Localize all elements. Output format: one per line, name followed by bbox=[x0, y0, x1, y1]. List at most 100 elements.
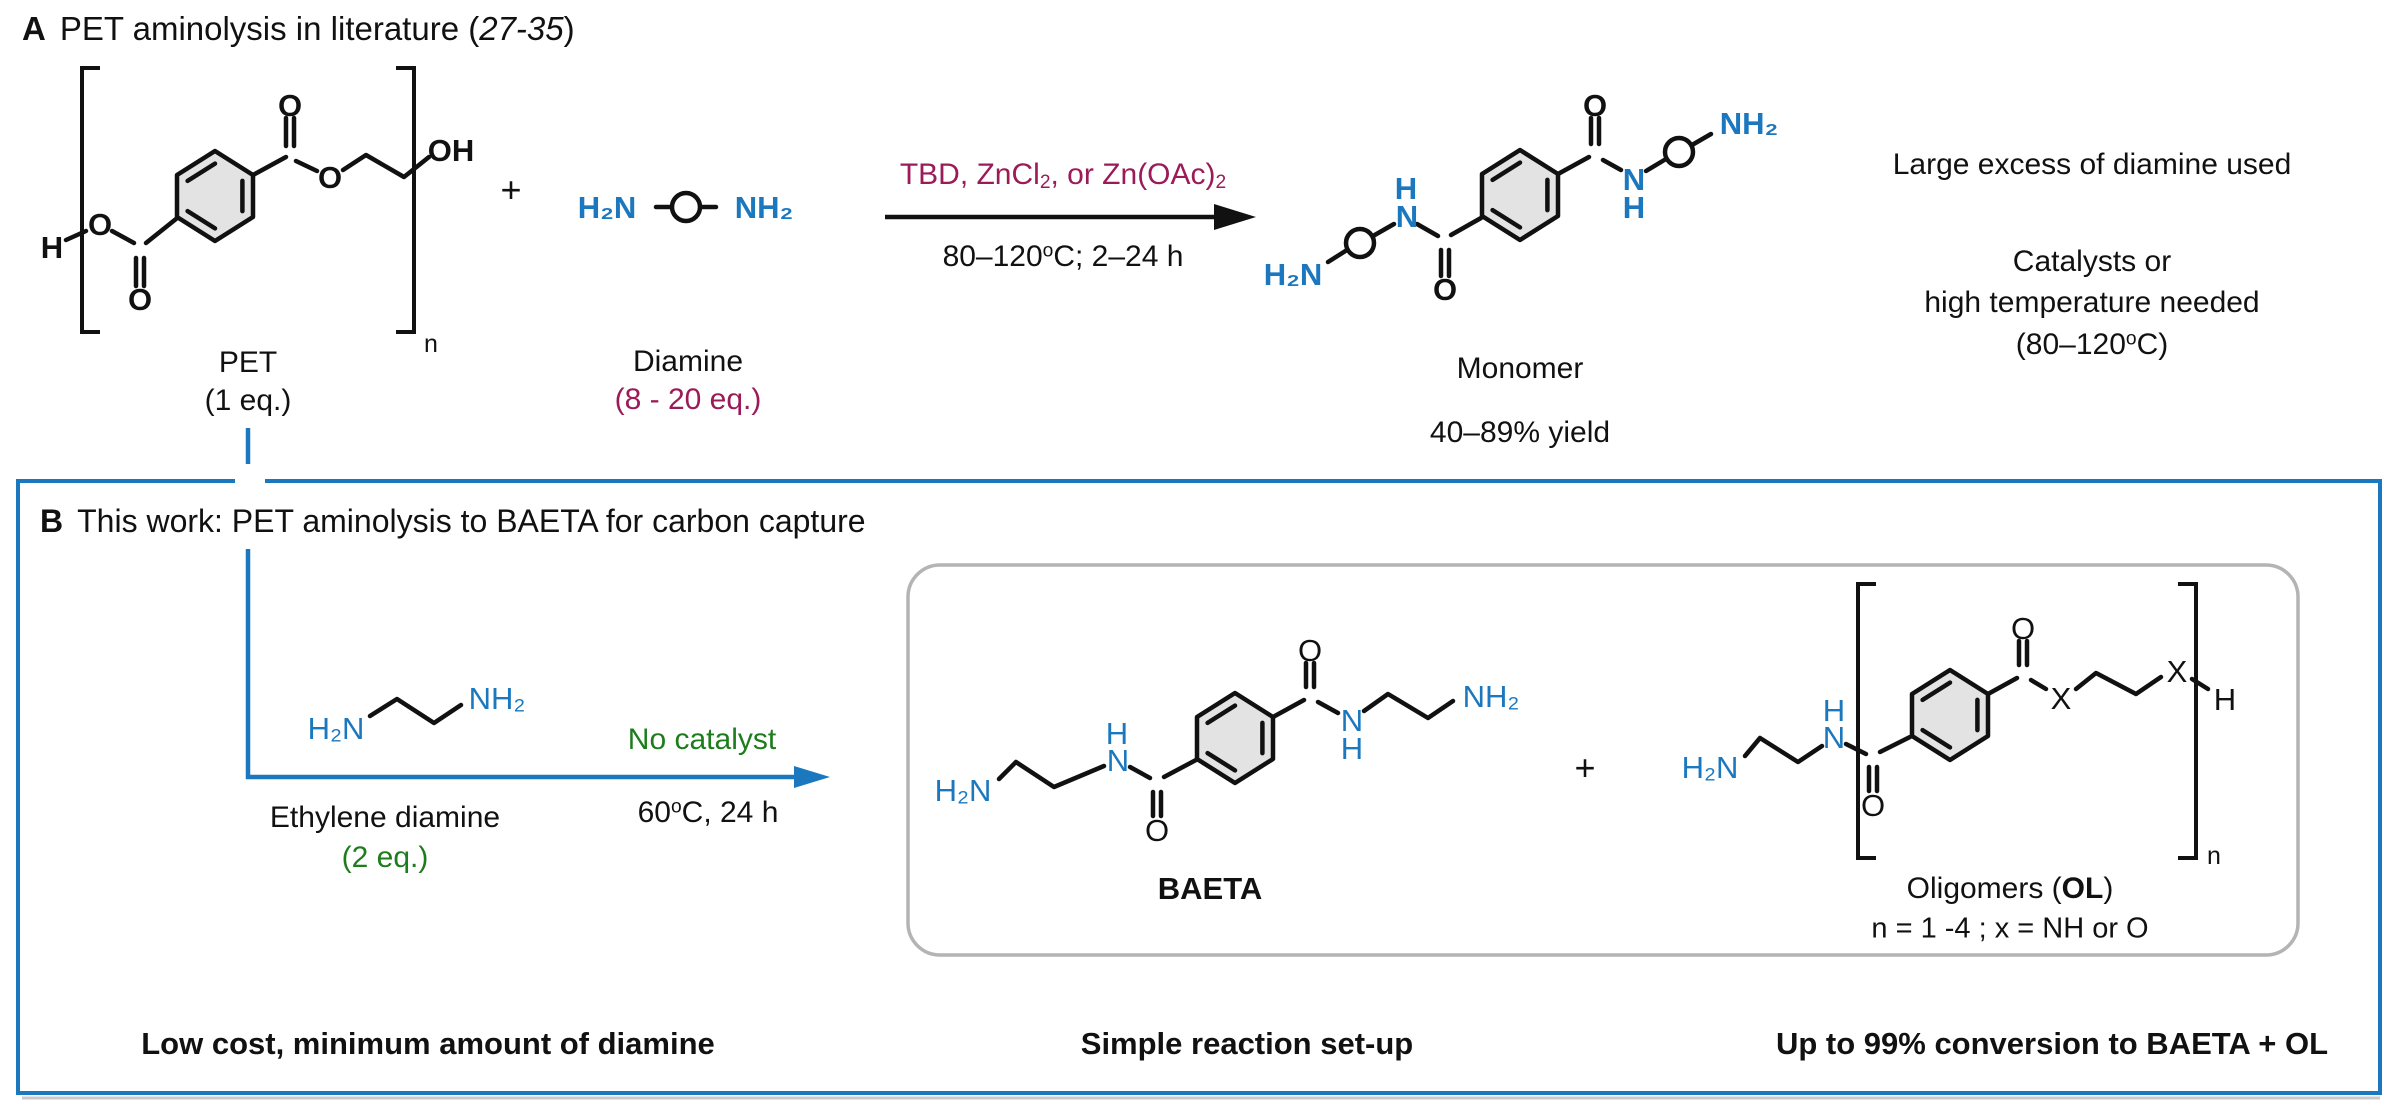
benzene-inner-bonds bbox=[1920, 680, 1980, 750]
panel-b-title-text: This work: PET aminolysis to BAETA for c… bbox=[77, 503, 866, 539]
oligomer-bonds bbox=[1742, 670, 2211, 765]
monomer-bonds bbox=[1325, 131, 1714, 265]
linker-circle-left bbox=[1343, 226, 1377, 260]
atom-h2n: H₂N bbox=[1682, 750, 1739, 785]
monomer-structure: H₂N N H O O N H NH₂ bbox=[1264, 88, 1779, 307]
oligomers-label-pre: Oligomers ( bbox=[1906, 872, 2062, 905]
benzene-inner-bonds bbox=[1205, 703, 1265, 773]
atom-h: H bbox=[41, 230, 63, 265]
oligomers-label-ol: OL bbox=[2061, 872, 2104, 905]
degree-superscript: o bbox=[2125, 328, 2137, 350]
diamine-equivalents: (8 - 20 eq.) bbox=[614, 383, 762, 416]
conditions-a-catalysts: TBD, ZnCl2, or Zn(OAc)2 bbox=[900, 158, 1226, 194]
diamine-structure: H₂N NH₂ bbox=[578, 190, 794, 225]
panel-a-title-refs: 27-35 bbox=[479, 10, 564, 47]
oligomer-structure: H₂N N H O O X X H n bbox=[1682, 582, 2236, 870]
atom-n-left: N bbox=[1107, 743, 1129, 778]
benefit-conversion: Up to 99% conversion to BAETA + OL bbox=[1775, 1026, 2329, 1061]
atom-oh: OH bbox=[428, 133, 475, 168]
atom-n-left: N bbox=[1823, 720, 1845, 755]
oligomers-label-end: ) bbox=[2103, 872, 2114, 905]
conditions-b-temperature: 60oC, 24 h bbox=[638, 796, 779, 830]
atom-n-left: N bbox=[1396, 199, 1418, 234]
atom-x2: X bbox=[2167, 654, 2188, 689]
product-box bbox=[906, 563, 2300, 957]
atom-o-carbonyl-right: O bbox=[278, 88, 302, 123]
atom-h-right: H bbox=[1623, 190, 1645, 225]
note-excess-diamine: Large excess of diamine used bbox=[1892, 148, 2292, 181]
degree-superscript: o bbox=[670, 796, 682, 818]
atom-h2n: H₂N bbox=[1264, 257, 1323, 292]
atom-nh2: NH₂ bbox=[1720, 106, 1779, 141]
repeat-subscript-n: n bbox=[2207, 842, 2221, 870]
atom-h-right: H bbox=[1341, 731, 1363, 766]
pet-bonds bbox=[63, 152, 432, 246]
note-temp-end: C) bbox=[2136, 328, 2169, 361]
connector-elbow bbox=[245, 549, 812, 780]
panel-a-title-close: ) bbox=[563, 10, 575, 47]
pet-connector-arrow bbox=[245, 428, 830, 788]
plus-sign-a: + bbox=[500, 169, 522, 210]
cond-b-temp: 60 bbox=[637, 796, 671, 829]
oligomers-note: n = 1 -4 ; x = NH or O bbox=[1871, 912, 2149, 945]
benzene-inner-bonds bbox=[1490, 160, 1550, 230]
panel-b-border bbox=[16, 479, 2382, 1095]
atom-h-left: H bbox=[1395, 171, 1417, 206]
atom-o-up: O bbox=[1298, 633, 1322, 668]
atom-o-down: O bbox=[1433, 272, 1457, 307]
repeat-subscript-n: n bbox=[424, 330, 438, 358]
pet-label: PET bbox=[218, 346, 278, 379]
note-temp-pre: (80–120 bbox=[2015, 328, 2126, 361]
oligomer-bracket-right bbox=[2178, 582, 2198, 860]
arrowhead bbox=[1214, 204, 1256, 230]
note-temperature-range: (80–120oC) bbox=[2016, 328, 2168, 362]
panel-a-tag: A bbox=[22, 10, 46, 47]
ethylene-diamine-equivalents: (2 eq.) bbox=[341, 841, 429, 874]
cond-a-sub1: 2 bbox=[1039, 171, 1051, 193]
atom-o-ester-left: O bbox=[88, 207, 112, 242]
atom-nh2: NH₂ bbox=[1463, 679, 1520, 714]
panel-b-title: B This work: PET aminolysis to BAETA for … bbox=[40, 503, 866, 540]
reaction-arrow-a bbox=[885, 204, 1256, 230]
atom-o-down: O bbox=[1145, 813, 1169, 848]
ethylene-diamine-label: Ethylene diamine bbox=[269, 801, 501, 834]
pet-equivalents: (1 eq.) bbox=[204, 384, 292, 417]
benefit-low-cost: Low cost, minimum amount of diamine bbox=[141, 1026, 715, 1061]
benzene-inner-bonds bbox=[185, 161, 245, 231]
degree-superscript: o bbox=[1042, 240, 1054, 262]
cond-a-temp-end: C; 2–24 h bbox=[1053, 240, 1184, 273]
baeta-structure: H₂N N H O O N H NH₂ bbox=[935, 633, 1520, 848]
cond-b-temp-end: C, 24 h bbox=[681, 796, 779, 829]
atom-o-ester-right: O bbox=[318, 160, 342, 195]
atom-nh2: NH₂ bbox=[735, 190, 794, 225]
oligomer-bracket-left bbox=[1856, 582, 1876, 860]
linker-circle-right bbox=[1662, 135, 1696, 169]
conditions-a-temperature: 80–120oC; 2–24 h bbox=[943, 240, 1184, 274]
note-high-temperature: high temperature needed bbox=[1924, 286, 2260, 319]
atom-o-up: O bbox=[2011, 611, 2035, 646]
benefit-simple-setup: Simple reaction set-up bbox=[1080, 1026, 1414, 1061]
cond-a-mid: , or Zn(OAc) bbox=[1050, 158, 1216, 192]
monomer-double-bonds bbox=[1438, 115, 1602, 279]
atom-h2n: H₂N bbox=[308, 711, 365, 746]
pet-double-bonds bbox=[133, 115, 297, 289]
note-catalysts: Catalysts or bbox=[2012, 245, 2172, 278]
cond-a-temp: 80–120 bbox=[942, 240, 1043, 273]
monomer-label: Monomer bbox=[1456, 352, 1584, 385]
atom-h2n: H₂N bbox=[578, 190, 637, 225]
panel-b-border-gap bbox=[235, 473, 265, 489]
plus-sign-b: + bbox=[1574, 747, 1596, 788]
eda-bonds bbox=[367, 696, 464, 726]
cond-a-pre: TBD, ZnCl bbox=[899, 158, 1040, 192]
pet-structure: H O O O O OH n bbox=[41, 66, 475, 358]
atom-h-left: H bbox=[1823, 693, 1845, 728]
atom-o-up: O bbox=[1583, 88, 1607, 123]
baeta-label: BAETA bbox=[1157, 871, 1263, 906]
oligomers-label: Oligomers (OL) bbox=[1907, 872, 2114, 906]
baeta-double-bonds bbox=[1150, 660, 1317, 819]
panel-b-tag: B bbox=[40, 503, 64, 539]
pet-bracket-right bbox=[396, 66, 416, 334]
